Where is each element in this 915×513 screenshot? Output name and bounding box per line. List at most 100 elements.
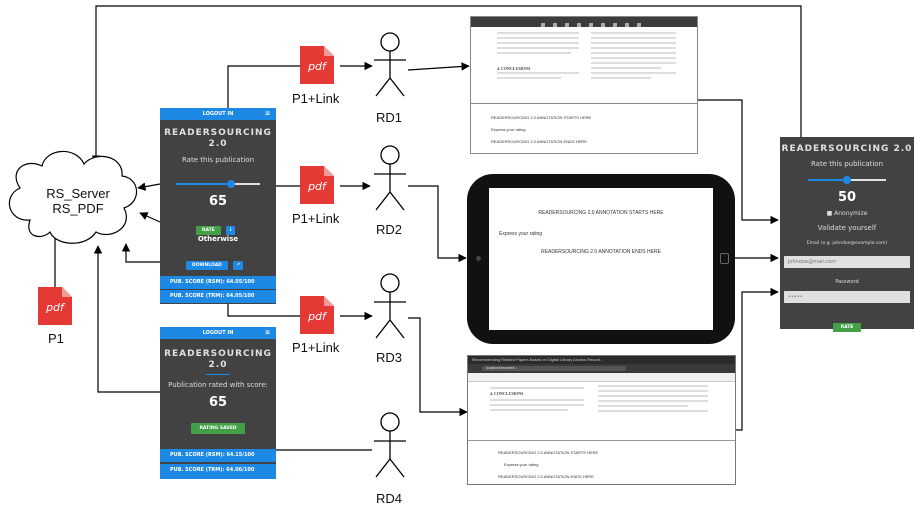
arrow-rd2-to-tablet [408,185,467,263]
arrow-rd3-to-doc3 [408,317,468,417]
app-title: READERSOURCING 2.0 [164,349,272,370]
server-name: RS_Server [46,186,110,201]
download-button[interactable]: DOWNLOAD [186,261,228,270]
browser-toolbar [468,373,735,382]
rd1-figure-icon [374,32,406,97]
open-link-button[interactable]: ↗ [233,261,243,270]
rating-slider[interactable] [808,176,886,184]
tablet-screen: READERSOURCING 2.0 ANNOTATION STARTS HER… [489,188,713,330]
logout-link[interactable]: LOGOUT IN [202,111,234,117]
line-panel-to-pdf3 [227,304,300,317]
annotation-start: READERSOURCING 2.0 ANNOTATION STARTS HER… [491,115,592,120]
line-panel-to-pdf1 [227,65,300,108]
annotation-end: READERSOURCING 2.0 ANNOTATION ENDS HERE [491,139,587,144]
rd4-figure-icon [374,412,406,478]
rated-score: 65 [208,395,228,410]
page-text-lines [497,32,676,79]
otherwise-text: Otherwise [197,235,239,243]
arrow-panel-to-server-3 [121,243,160,263]
conclusions-heading: 4. CONCLUSIONS [490,391,524,396]
conclusions-heading: 4. CONCLUSIONS [497,66,531,71]
pdf-link-2-icon: pdf [300,166,334,204]
camera-icon [476,256,481,261]
browser-window: Recommending Related Papers Based on Dig… [467,355,736,485]
rated-panel-topbar: LOGOUT IN ≡ [160,327,276,339]
express-rating: Express your rating [504,462,539,467]
rate-prompt: Rate this publication [181,156,255,164]
rd3-label: RD3 [376,350,403,365]
rating-slider-fill [808,179,847,181]
rating-score: 65 [208,194,228,209]
pdf-service-name: RS_PDF [52,201,104,216]
rd2-figure-icon [374,145,406,211]
email-label: Email (e.g. johndoe@example.com) [806,241,888,246]
score-trm: PUB. SCORE (TRM): 64.05/100 [160,290,276,303]
server-cloud: RS_Server RS_PDF [30,186,126,216]
pdf-link-3-label: P1+Link [292,340,340,355]
reader-figures [374,32,406,478]
pdf-viewer-toolbar [471,17,697,27]
logout-link[interactable]: LOGOUT IN [202,330,234,336]
arrow-rd1-to-doc1 [407,62,470,71]
rating-slider-knob[interactable] [226,180,235,188]
app-title: READERSOURCING 2.0 [781,144,913,154]
validate-heading: Validate yourself [817,224,877,232]
info-button[interactable]: i [225,226,236,235]
annotation-end: READERSOURCING 2.0 ANNOTATION ENDS HERE [541,249,661,255]
validate-panel: READERSOURCING 2.0 Rate this publication… [780,137,914,332]
annotation-end: READERSOURCING 2.0 ANNOTATION ENDS HERE [498,474,594,479]
express-rating: Express your rating [491,127,526,132]
arrow-doc3-to-validate [734,287,779,431]
score-trm: PUB. SCORE (TRM): 64.06/100 [160,464,276,479]
rate-panel-topbar: LOGOUT IN ≡ [160,108,276,120]
rated-panel: LOGOUT IN ≡ READERSOURCING 2.0 Publicati… [160,327,276,479]
annotation-start: READERSOURCING 2.0 ANNOTATION STARTS HER… [498,450,599,455]
app-title-line2: 2.0 [208,139,228,149]
rd4-label: RD4 [376,491,403,506]
annotation-start: READERSOURCING 2.0 ANNOTATION STARTS HER… [538,210,664,216]
rating-slider[interactable] [176,180,260,188]
arrow-validate-to-server [91,5,802,164]
rate-prompt: Rate this publication [810,160,884,168]
p1-pdf-icon: pdf [38,287,72,325]
browser-addressbar: localhost/recomm/... [468,364,735,373]
score-rsm: PUB. SCORE (RSM): 64.05/100 [160,276,276,289]
score-rsm: PUB. SCORE (RSM): 64.15/100 [160,449,276,462]
menu-icon[interactable]: ≡ [264,329,270,336]
arrow-doc1-to-validate [697,99,779,225]
pdf-link-1-icon: pdf [300,46,334,84]
rating-saved-button: RATING SAVED [191,423,245,434]
arrow-panel-to-server-2 [139,212,161,223]
home-button[interactable] [720,253,729,264]
rating-slider-knob[interactable] [843,176,851,184]
rating-slider-fill [176,183,231,185]
anonymize-label: Anonymize [834,210,868,217]
email-field[interactable]: johndoe@mail.com [784,256,910,268]
p1-label: P1 [48,331,64,346]
browser-tabbar: Recommending Related Papers Based on Dig… [468,356,735,364]
pdf-link-1-label: P1+Link [292,91,340,106]
pdf-link-3-icon: pdf [300,296,334,334]
pdf-viewer-document-1: 4. CONCLUSIONS READERSOURCING 2.0 ANNOTA… [470,16,698,154]
rate-panel: LOGOUT IN ≡ READERSOURCING 2.0 Rate this… [160,108,276,304]
menu-icon[interactable]: ≡ [264,110,270,117]
rated-message: Publication rated with score: [168,381,268,389]
cloud-shape [8,150,138,244]
tablet-device: READERSOURCING 2.0 ANNOTATION STARTS HER… [467,174,735,344]
rate-button[interactable]: RATE [196,226,221,235]
rating-score: 50 [837,190,857,205]
app-title-line1: READERSOURCING [164,128,272,138]
password-field[interactable]: ••••• [784,291,910,303]
rd2-label: RD2 [376,222,403,237]
rd1-label: RD1 [376,110,403,125]
address-input[interactable]: localhost/recomm/... [482,366,626,371]
anonymize-option[interactable]: ■ Anonymize [826,210,868,217]
page-text-lines [490,385,708,412]
pdf-link-2-label: P1+Link [292,211,340,226]
rate-button[interactable]: RATE [832,323,862,332]
browser-tab[interactable]: Recommending Related Papers Based on Dig… [472,357,604,362]
arrow-rated-panel-to-server [93,245,160,393]
arrow-panel-to-server-1 [137,182,161,191]
password-label: Password [835,279,859,285]
